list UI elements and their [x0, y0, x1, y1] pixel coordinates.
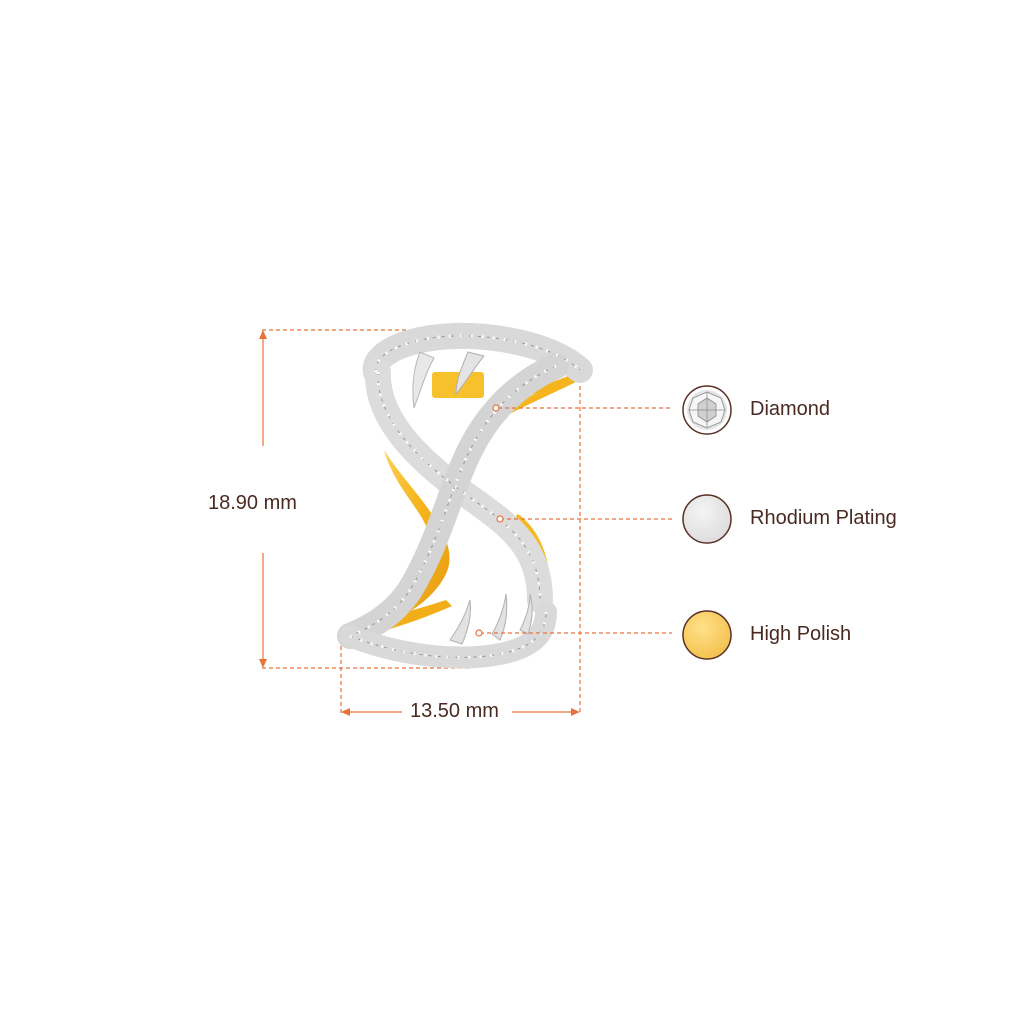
claw-prong-bottom-2	[491, 593, 508, 641]
claw-prong-bottom-1	[449, 599, 471, 645]
legend-label-diamond: Diamond	[750, 398, 831, 420]
width-dimension	[340, 372, 581, 716]
gold-back-top	[498, 372, 584, 418]
earring-illustration	[337, 322, 593, 669]
rhodium-swatch	[682, 494, 732, 544]
legend-label-high-polish: High Polish	[750, 623, 852, 645]
height-dimension-label: 18.90 mm	[208, 492, 297, 515]
claw-prong-bottom-3	[519, 593, 533, 635]
leader-lines	[475, 404, 672, 637]
claw-prong-top-left	[412, 351, 435, 409]
legend-label-rhodium-plating: Rhodium Plating	[750, 507, 897, 529]
diamond-icon	[682, 385, 732, 435]
high-polish-swatch	[682, 610, 732, 660]
width-dimension-label: 13.50 mm	[404, 700, 505, 723]
diamond-highlight-pattern	[349, 334, 582, 659]
claw-prong-top-mid	[455, 351, 485, 396]
